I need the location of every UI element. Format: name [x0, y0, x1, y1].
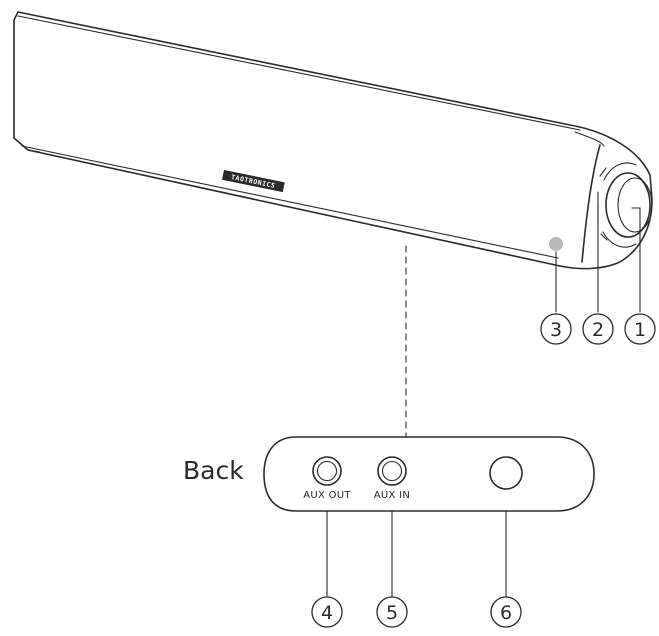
- back-panel: AUX OUT AUX IN: [264, 437, 594, 511]
- callout-4: 4: [312, 597, 342, 627]
- power-knob-face: [618, 178, 652, 232]
- aux-out-label: AUX OUT: [303, 490, 351, 501]
- callout-2: 2: [583, 314, 613, 344]
- aux-out-jack: [313, 457, 341, 485]
- brand-logo-text: TAOTRONICS: [230, 173, 276, 190]
- callout-3-number: 3: [550, 319, 562, 341]
- callout-2-number: 2: [592, 319, 604, 341]
- callout-5-number: 5: [386, 602, 398, 624]
- back-label: Back: [183, 456, 244, 485]
- port-6-hole: [490, 457, 522, 489]
- soundbar-body: [14, 12, 652, 269]
- indicator-light: [549, 237, 563, 251]
- aux-in-label: AUX IN: [374, 490, 410, 501]
- callout-leaders: [327, 205, 640, 596]
- aux-in-jack: [378, 457, 406, 485]
- power-knob: [606, 173, 650, 237]
- callout-5: 5: [377, 597, 407, 627]
- callout-1-number: 1: [634, 319, 646, 341]
- callout-4-number: 4: [321, 602, 333, 624]
- brand-badge: TAOTRONICS: [222, 170, 285, 192]
- callout-1: 1: [625, 314, 655, 344]
- callout-3: 3: [541, 314, 571, 344]
- volume-ring-top: [604, 163, 636, 180]
- callout-6: 6: [491, 597, 521, 627]
- callout-6-number: 6: [500, 602, 512, 624]
